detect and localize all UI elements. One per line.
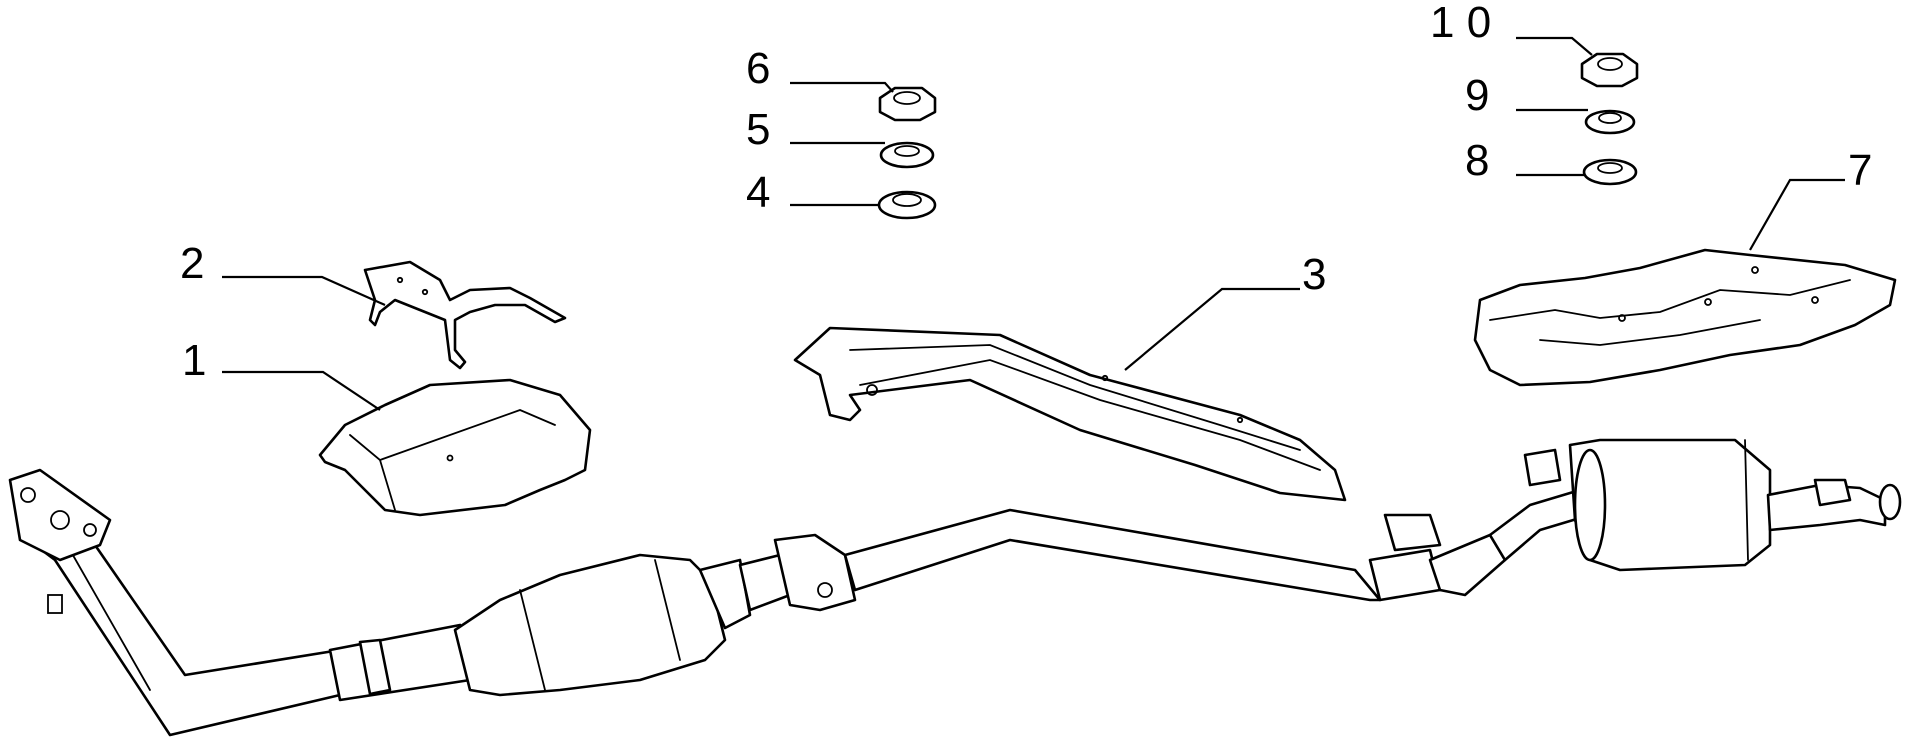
pipe-flange-joint bbox=[773, 533, 857, 612]
callout-1: 1 bbox=[182, 336, 206, 385]
leader-3 bbox=[1124, 287, 1300, 371]
leader-6 bbox=[790, 81, 894, 93]
washer-part-4 bbox=[877, 190, 937, 220]
heat-shield-part-7 bbox=[1473, 248, 1897, 387]
nut-part-10 bbox=[1580, 52, 1639, 88]
leader-1 bbox=[222, 370, 381, 411]
heat-shield-part-3 bbox=[793, 326, 1347, 502]
callout-5: 5 bbox=[746, 105, 770, 154]
callout-9: 9 bbox=[1465, 71, 1489, 120]
callout-7: 7 bbox=[1848, 146, 1872, 195]
callout-6: 6 bbox=[746, 44, 770, 93]
rear-muffler bbox=[1568, 438, 1772, 572]
catalytic-converter bbox=[453, 553, 752, 697]
leader-lines bbox=[222, 36, 1845, 411]
exhaust-pipe-assembly bbox=[8, 438, 1902, 737]
callout-8: 8 bbox=[1465, 136, 1489, 185]
callout-3: 3 bbox=[1302, 250, 1326, 299]
washer-part-8 bbox=[1582, 158, 1638, 186]
heat-shield-part-1 bbox=[318, 378, 592, 517]
manifold-flange bbox=[8, 468, 112, 562]
leader-7 bbox=[1749, 178, 1845, 251]
callout-10: 1 0 bbox=[1430, 0, 1491, 47]
callout-labels: 1 2 3 4 5 6 7 8 9 1 0 bbox=[180, 0, 1872, 385]
spring-washer-part-9 bbox=[1584, 109, 1636, 135]
nut-part-6 bbox=[878, 86, 937, 122]
spring-washer-part-5 bbox=[879, 141, 935, 169]
callout-4: 4 bbox=[746, 168, 770, 217]
leader-10 bbox=[1516, 36, 1593, 56]
bracket-part-2 bbox=[363, 260, 567, 370]
leader-2 bbox=[222, 275, 386, 307]
callout-2: 2 bbox=[180, 239, 204, 288]
